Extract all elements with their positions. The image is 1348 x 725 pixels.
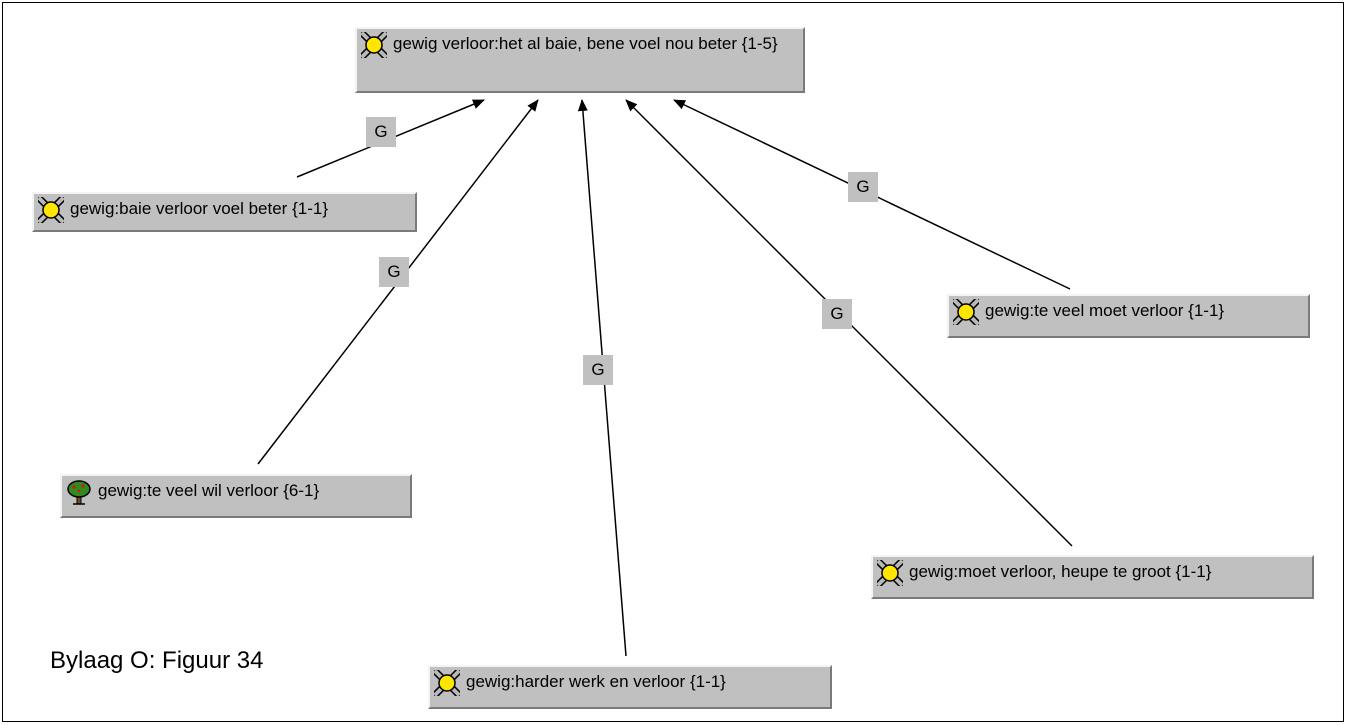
- sun-icon: [877, 560, 903, 586]
- node-n4[interactable]: gewig:moet verloor, heupe te groot {1-1}: [871, 555, 1314, 599]
- edge-label-n1: G: [366, 117, 396, 147]
- node-root-label: gewig verloor:het al baie, bene voel nou…: [393, 34, 778, 53]
- node-root[interactable]: gewig verloor:het al baie, bene voel nou…: [355, 27, 805, 93]
- figure-caption: Bylaag O: Figuur 34: [50, 647, 264, 674]
- node-n2-label: gewig:te veel moet verloor {1-1}: [985, 301, 1225, 320]
- node-n4-label: gewig:moet verloor, heupe te groot {1-1}: [909, 562, 1212, 581]
- sun-icon: [953, 299, 979, 325]
- edge-label-n3: G: [379, 257, 409, 287]
- node-n3[interactable]: gewig:te veel wil verloor {6-1}: [60, 474, 412, 518]
- node-n1-label: gewig:baie verloor voel beter {1-1}: [70, 199, 328, 218]
- sun-icon: [361, 32, 387, 58]
- node-n5-label: gewig:harder werk en verloor {1-1}: [466, 672, 726, 691]
- edge-label-n4: G: [822, 299, 852, 329]
- sun-icon: [38, 197, 64, 223]
- sun-icon: [434, 670, 460, 696]
- edge-label-n5: G: [583, 355, 613, 385]
- node-n5[interactable]: gewig:harder werk en verloor {1-1}: [428, 665, 832, 709]
- edge-label-n2: G: [848, 172, 878, 202]
- node-n2[interactable]: gewig:te veel moet verloor {1-1}: [947, 294, 1310, 338]
- node-n1[interactable]: gewig:baie verloor voel beter {1-1}: [32, 192, 417, 232]
- tree-icon: [67, 480, 91, 505]
- node-n3-label: gewig:te veel wil verloor {6-1}: [98, 481, 320, 500]
